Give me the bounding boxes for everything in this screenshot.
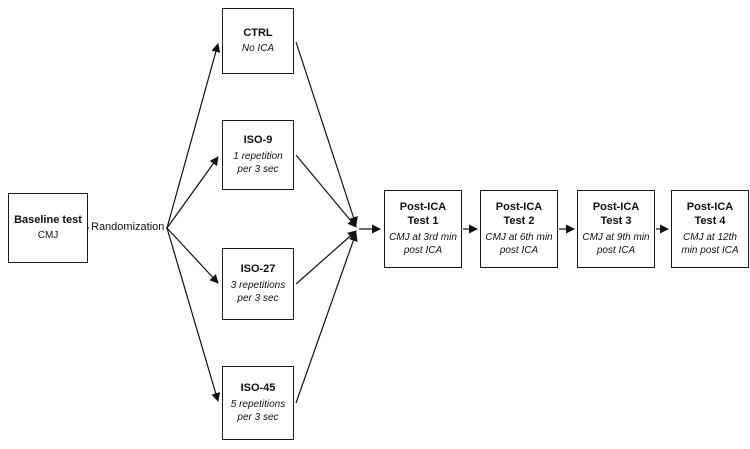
test-title: Post-ICA Test 4 [686,201,734,227]
randomization-label: Randomization [89,221,167,235]
arrow-randomization-to-iso45 [166,227,221,402]
arrow-iso9-to-converge [295,154,357,228]
arrow-iso27-to-converge [295,230,357,285]
branch-title: CTRL [243,26,273,39]
arrow-randomization-to-ctrl [166,43,221,229]
test-title: Post-ICA Test 1 [399,201,447,227]
arrow-randomization-to-iso27 [166,227,219,284]
post-ica-test-2-box: Post-ICA Test 2 CMJ at 6th min post ICA [480,190,558,268]
test-subtitle: CMJ at 3rd min post ICA [389,231,457,256]
branch-subtitle: 1 repetition per 3 sec [233,150,283,175]
branch-box-ctrl: CTRL No ICA [222,8,294,74]
test-subtitle: CMJ at 6th min post ICA [485,231,553,256]
arrow-iso45-to-converge [295,232,358,404]
post-ica-test-3-box: Post-ICA Test 3 CMJ at 9th min post ICA [577,190,655,268]
test-title: Post-ICA Test 2 [495,201,543,227]
branch-title: ISO-9 [243,134,273,147]
test-title: Post-ICA Test 3 [592,201,640,227]
arrow-ctrl-to-converge [295,41,358,226]
branch-box-iso-9: ISO-9 1 repetition per 3 sec [222,120,294,190]
baseline-test-title: Baseline test [14,213,82,226]
baseline-test-box: Baseline test CMJ [8,193,88,263]
branch-subtitle: 5 repetitions per 3 sec [230,398,286,423]
arrow-randomization-to-iso9 [166,156,219,229]
branch-box-iso-45: ISO-45 5 repetitions per 3 sec [222,366,294,440]
branch-subtitle: No ICA [241,43,275,55]
baseline-test-subtitle: CMJ [37,230,59,242]
branch-title: ISO-45 [240,382,276,395]
branch-box-iso-27: ISO-27 3 repetitions per 3 sec [222,248,294,320]
branch-title: ISO-27 [240,263,276,276]
post-ica-test-1-box: Post-ICA Test 1 CMJ at 3rd min post ICA [384,190,462,268]
branch-subtitle: 3 repetitions per 3 sec [230,279,286,304]
test-subtitle: CMJ at 9th min post ICA [582,231,650,256]
test-subtitle: CMJ at 12th min post ICA [681,231,739,256]
post-ica-test-4-box: Post-ICA Test 4 CMJ at 12th min post ICA [671,190,749,268]
